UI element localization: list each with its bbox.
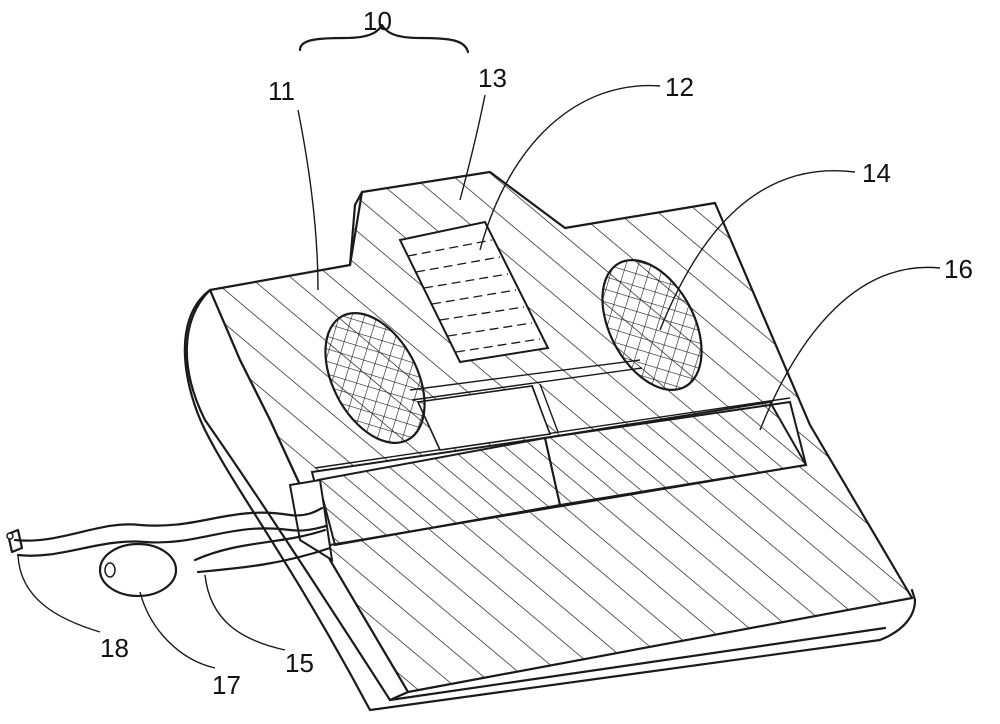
leader-17: [140, 592, 215, 668]
leader-15: [205, 575, 285, 650]
ref-label-17: 17: [212, 670, 241, 700]
tube-tip-cap: [7, 533, 13, 539]
leader-18: [18, 555, 100, 632]
ref-label-18: 18: [100, 633, 129, 663]
ref-label-13: 13: [478, 63, 507, 93]
ref-label-10: 10: [363, 6, 392, 36]
ref-label-11: 11: [268, 76, 295, 106]
bulb-dimple: [105, 563, 115, 577]
ref-label-12: 12: [665, 72, 694, 102]
ref-label-16: 16: [944, 254, 973, 284]
ref-label-15: 15: [285, 648, 314, 678]
ref-label-14: 14: [862, 158, 891, 188]
leader-11: [298, 110, 318, 290]
